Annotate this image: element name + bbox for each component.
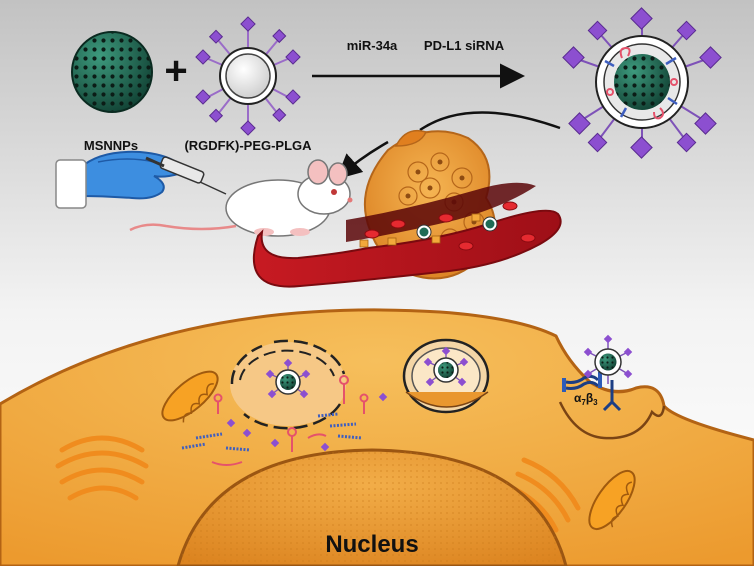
blood-vessel-icon — [252, 182, 562, 288]
nucleus-label: Nucleus — [325, 531, 418, 558]
curved-arrow-to-tumor — [419, 111, 561, 132]
ligand-squares — [195, 16, 301, 136]
shell-inner — [225, 53, 271, 99]
pd-l1-sirna-label: PD-L1 siRNA — [424, 38, 505, 53]
integrin-label: α7β3 — [574, 391, 598, 407]
mitochondrion-icon — [161, 370, 219, 423]
membrane-pocket — [558, 401, 666, 440]
svg-text:α7β3: α7β3 — [574, 391, 598, 407]
coated-nanoparticle-icon — [562, 7, 722, 159]
endosome-icon — [402, 338, 490, 414]
nucleus-icon — [176, 448, 568, 566]
membrane-nanoparticle-icon — [583, 334, 633, 384]
released-sirna-icon — [181, 412, 363, 452]
msnnp-particle-icon — [71, 31, 153, 113]
polymer-label: (RGDFK)-PEG-PLGA — [184, 138, 312, 153]
integrin-receptor-icon — [562, 372, 622, 412]
plus-sign: + — [164, 49, 187, 93]
mitochondrion-icon-2 — [588, 470, 636, 530]
syringe-icon — [145, 156, 227, 195]
mir-34a-label: miR-34a — [347, 38, 398, 53]
released-mirna-icon — [211, 375, 369, 466]
free-ligand-squares — [226, 392, 388, 452]
golgi-icon — [55, 435, 149, 501]
mouse-icon — [129, 159, 353, 237]
msnnps-label: MSNNPs — [84, 138, 138, 153]
